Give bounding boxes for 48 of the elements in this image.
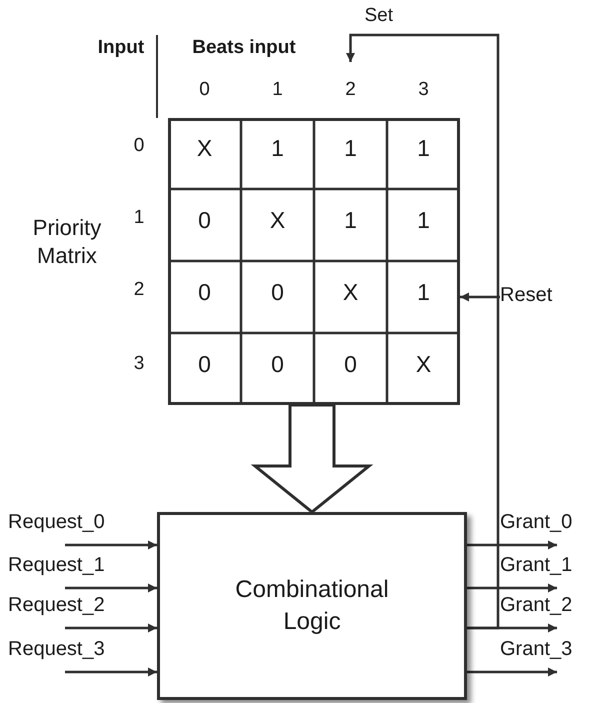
arrow [467, 540, 557, 550]
axis-label: 3 [132, 352, 146, 376]
matrix-value: 0 [197, 206, 212, 235]
matrix-value: X [196, 134, 214, 163]
matrix-value: 0 [270, 278, 285, 307]
signal-label: Grant_3 [500, 637, 572, 662]
signal-label: Grant_0 [500, 510, 572, 535]
arrow [65, 584, 157, 592]
axis-label: 2 [344, 78, 357, 102]
matrix-value: 1 [416, 134, 431, 163]
axis-label: 0 [198, 78, 211, 102]
block-label: Combinational Logic [234, 574, 390, 637]
arrow [65, 668, 157, 676]
matrix-value: X [414, 350, 432, 379]
matrix-value: 1 [270, 134, 285, 163]
matrix-value: 1 [343, 206, 358, 235]
arrow [65, 624, 157, 632]
arrow [467, 668, 557, 676]
axis-label: 2 [132, 278, 146, 302]
arrow [460, 292, 500, 302]
matrix-value: 0 [270, 350, 285, 379]
matrix-value: 0 [197, 350, 212, 379]
axis-label: 1 [271, 78, 284, 102]
axis-label: Input [96, 36, 146, 60]
matrix-value: 1 [416, 206, 431, 235]
signal-label: Request_3 [8, 637, 105, 662]
signal-label: Request_1 [8, 553, 105, 578]
arrow [346, 34, 500, 630]
matrix-value: 1 [416, 278, 431, 307]
signal-label: Request_2 [8, 593, 105, 618]
block-arrow [250, 404, 374, 514]
matrix-value: X [342, 278, 360, 307]
axis-label: 3 [417, 78, 430, 102]
axis-label: Priority Matrix [32, 214, 102, 269]
matrix-value: 0 [343, 350, 358, 379]
signal-label: Grant_1 [500, 553, 572, 578]
matrix-value: 1 [343, 134, 358, 163]
arrow [65, 540, 157, 550]
signal-label: Grant_2 [500, 593, 572, 618]
axis-label: 0 [132, 134, 146, 158]
signal-label: Reset [500, 283, 552, 308]
axis-label: Beats input [191, 36, 297, 60]
arrow [467, 584, 557, 592]
logic-block [157, 512, 467, 700]
matrix-value: 0 [197, 278, 212, 307]
axis-label: 1 [132, 206, 146, 230]
matrix-value: X [268, 206, 286, 235]
signal-label: Request_0 [8, 510, 105, 535]
